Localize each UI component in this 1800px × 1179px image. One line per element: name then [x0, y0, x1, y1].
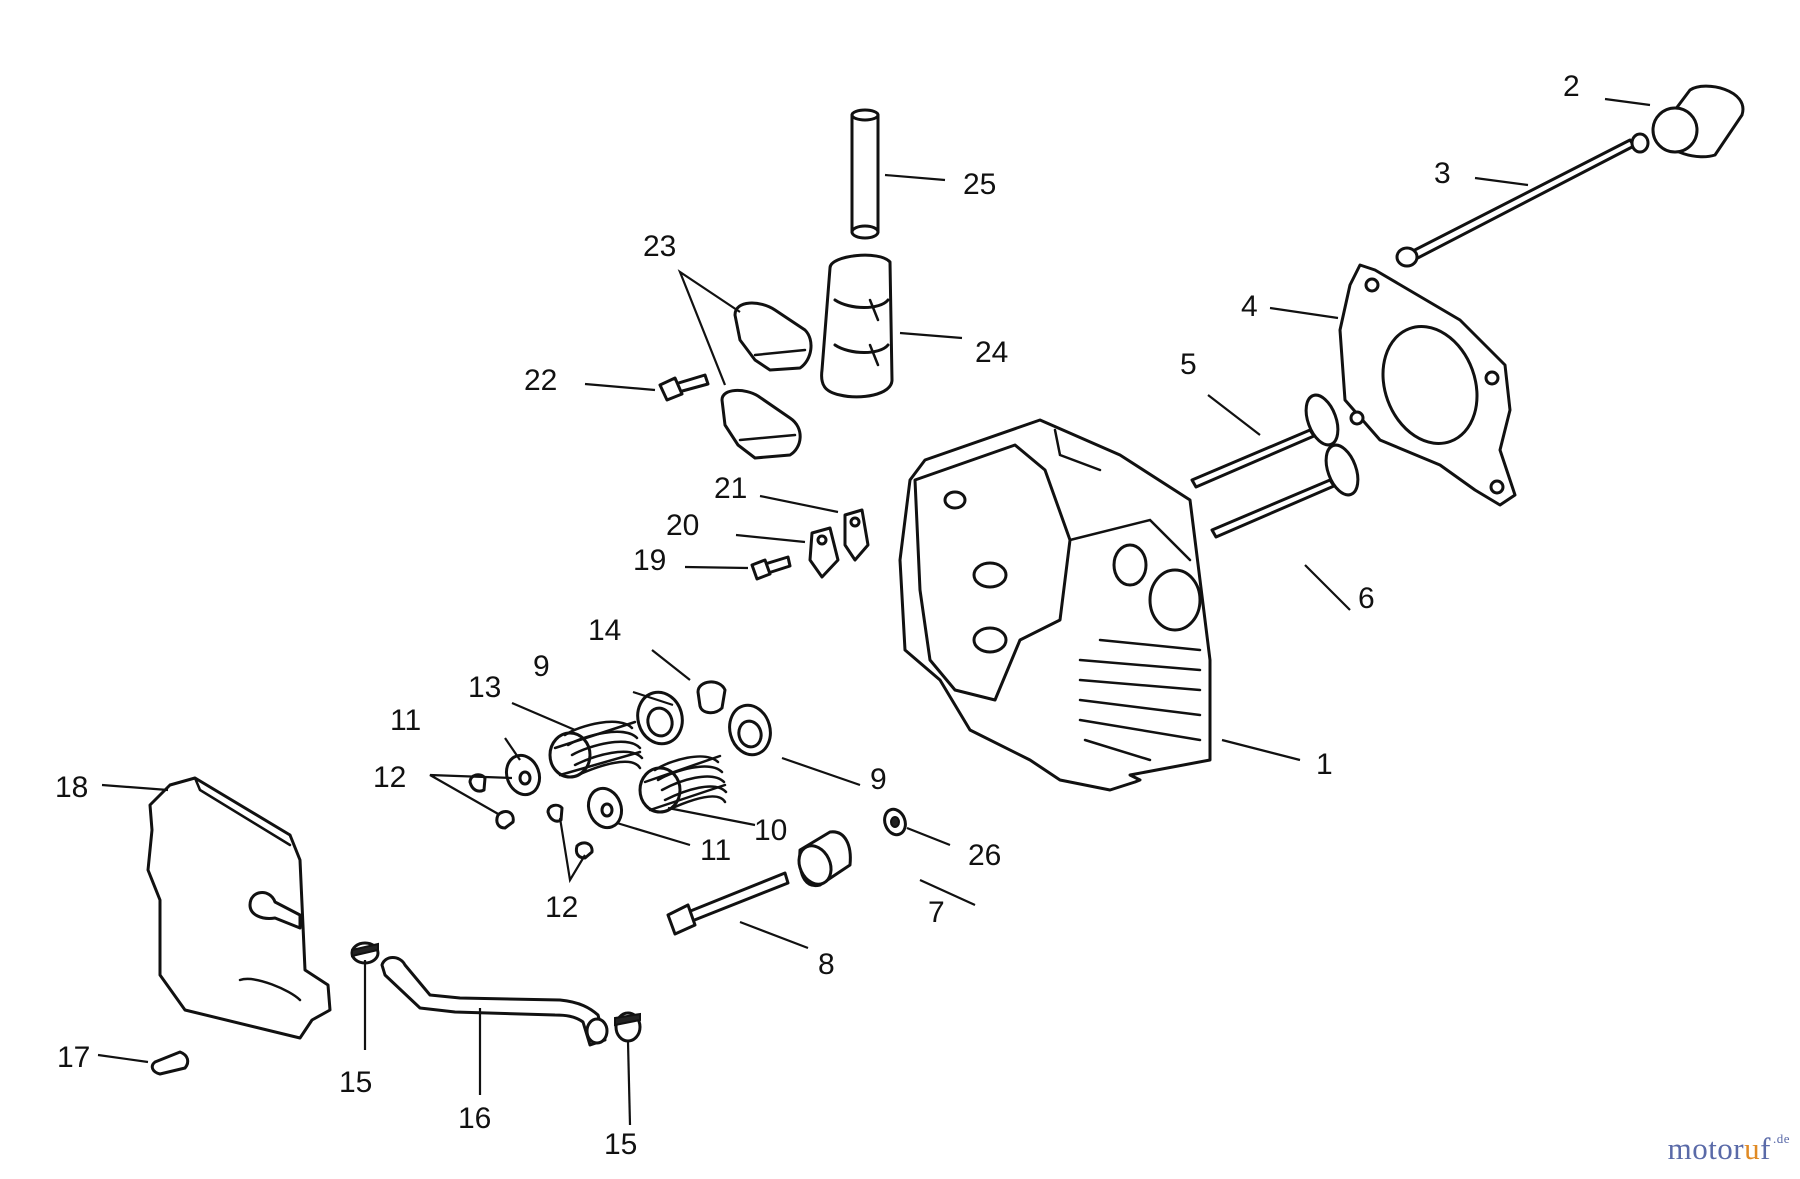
callout-6: 6	[1358, 582, 1375, 615]
washer-upper-part	[504, 753, 542, 797]
callout-labels: 1 2 3 4 5 6 7 8 9 9 10 11 11 12 12 13 14…	[55, 70, 1580, 1161]
callout-13: 13	[468, 671, 501, 704]
callout-17: 17	[57, 1041, 90, 1074]
callout-15b: 15	[604, 1128, 637, 1161]
callout-7: 7	[928, 896, 945, 929]
rocker-arm-lower-part	[720, 389, 802, 460]
callout-26: 26	[968, 839, 1001, 872]
callout-8: 8	[818, 948, 835, 981]
spring-retainer-lower-part	[728, 703, 772, 757]
stud-bolt-part	[658, 373, 710, 402]
callout-1: 1	[1316, 748, 1333, 781]
callout-9a: 9	[533, 650, 550, 683]
callout-22: 22	[524, 364, 557, 397]
cover-screw-part	[150, 1050, 190, 1076]
pivot-pin-part	[850, 108, 880, 240]
callout-21: 21	[714, 472, 747, 505]
watermark-brand-start: motor	[1667, 1131, 1745, 1166]
spring-retainer-upper-part	[636, 690, 684, 746]
breather-hose-part	[380, 956, 609, 1047]
exhaust-valve-part	[1210, 443, 1360, 539]
callout-12a: 12	[373, 761, 406, 794]
callout-5: 5	[1180, 348, 1197, 381]
callout-11a: 11	[390, 704, 421, 737]
rocker-bracket-part	[820, 253, 894, 399]
keeper-c-part	[546, 803, 564, 823]
rocker-arm-upper-part	[733, 301, 813, 372]
callout-19: 19	[633, 544, 666, 577]
keeper-b-part	[495, 810, 515, 830]
callout-23: 23	[643, 230, 676, 263]
callout-20: 20	[666, 509, 699, 542]
spacer-part	[797, 830, 852, 888]
callout-11b: 11	[700, 834, 731, 867]
valve-spring-lower-part	[638, 754, 728, 814]
stem-cap-part	[696, 680, 727, 715]
callout-14: 14	[588, 614, 621, 647]
keeper-d-part	[574, 841, 594, 860]
watermark-brand-end: f	[1760, 1131, 1771, 1166]
callout-4: 4	[1241, 290, 1258, 323]
callout-25: 25	[963, 168, 996, 201]
watermark-tld: .de	[1772, 1131, 1790, 1146]
push-rod-part	[1395, 132, 1650, 268]
callout-12b: 12	[545, 891, 578, 924]
cylinder-head-part	[898, 418, 1212, 792]
callout-24: 24	[975, 336, 1008, 369]
retainer-plate-part	[843, 508, 870, 562]
small-washer-part	[883, 807, 907, 837]
tube-cap-part	[1651, 84, 1745, 159]
guide-plate-part	[808, 526, 840, 579]
callout-9b: 9	[870, 763, 887, 796]
callout-10: 10	[754, 814, 787, 847]
brand-watermark: motoruf.de	[1668, 1131, 1790, 1167]
callout-15a: 15	[339, 1066, 372, 1099]
hose-clamp-b-part	[614, 1011, 642, 1043]
watermark-brand-accent: u	[1744, 1131, 1761, 1166]
callout-18: 18	[55, 771, 88, 804]
washer-lower-part	[586, 786, 624, 830]
callout-16: 16	[458, 1102, 491, 1135]
callout-3: 3	[1434, 157, 1451, 190]
head-bolt-part	[666, 871, 790, 936]
valve-cover-part	[146, 776, 332, 1040]
leader-lines	[97, 97, 1651, 1126]
callout-2: 2	[1563, 70, 1580, 103]
intake-valve-part	[1190, 393, 1340, 489]
small-bolt-part	[750, 555, 792, 581]
valve-spring-upper-part	[548, 720, 644, 779]
gasket-part	[1338, 263, 1517, 507]
